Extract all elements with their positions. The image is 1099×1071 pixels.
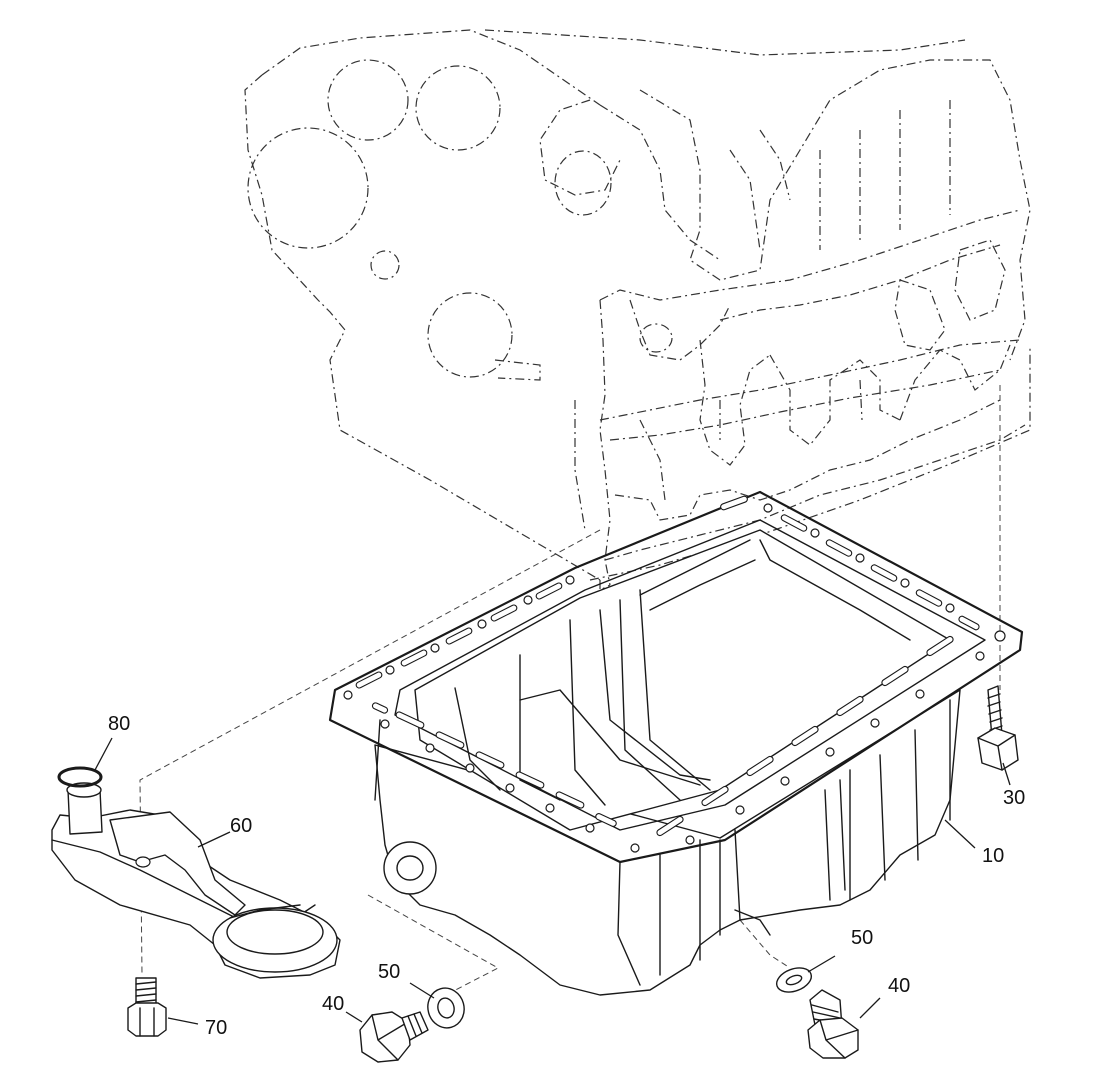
callout-50-left: 50	[378, 961, 400, 983]
callout-10: 10	[982, 845, 1004, 867]
engine-block-phantom	[244, 29, 1031, 591]
drain-plug-left-40	[359, 1011, 429, 1063]
callout-30: 30	[1003, 787, 1025, 809]
gasket-slots	[355, 495, 980, 837]
washer-left-50	[427, 987, 465, 1029]
washer-right-50	[775, 967, 813, 993]
stud-bolt-30	[977, 685, 1019, 771]
callout-60: 60	[230, 815, 252, 837]
oil-strainer-60	[51, 782, 341, 979]
callout-50-right: 50	[851, 927, 873, 949]
callout-80: 80	[108, 713, 130, 735]
o-ring-80	[57, 766, 103, 788]
callout-labels: 10 30 40 40 50 50 60 70 80	[108, 713, 1025, 1039]
oil-pan	[328, 490, 1024, 996]
gasket-holes	[343, 503, 1006, 853]
callout-70: 70	[205, 1017, 227, 1039]
callout-40-left: 40	[322, 993, 344, 1015]
leader-lines	[94, 737, 1011, 1025]
strainer-bolt-70	[127, 977, 167, 1037]
callout-40-right: 40	[888, 975, 910, 997]
drain-plug-right-40	[807, 989, 859, 1059]
